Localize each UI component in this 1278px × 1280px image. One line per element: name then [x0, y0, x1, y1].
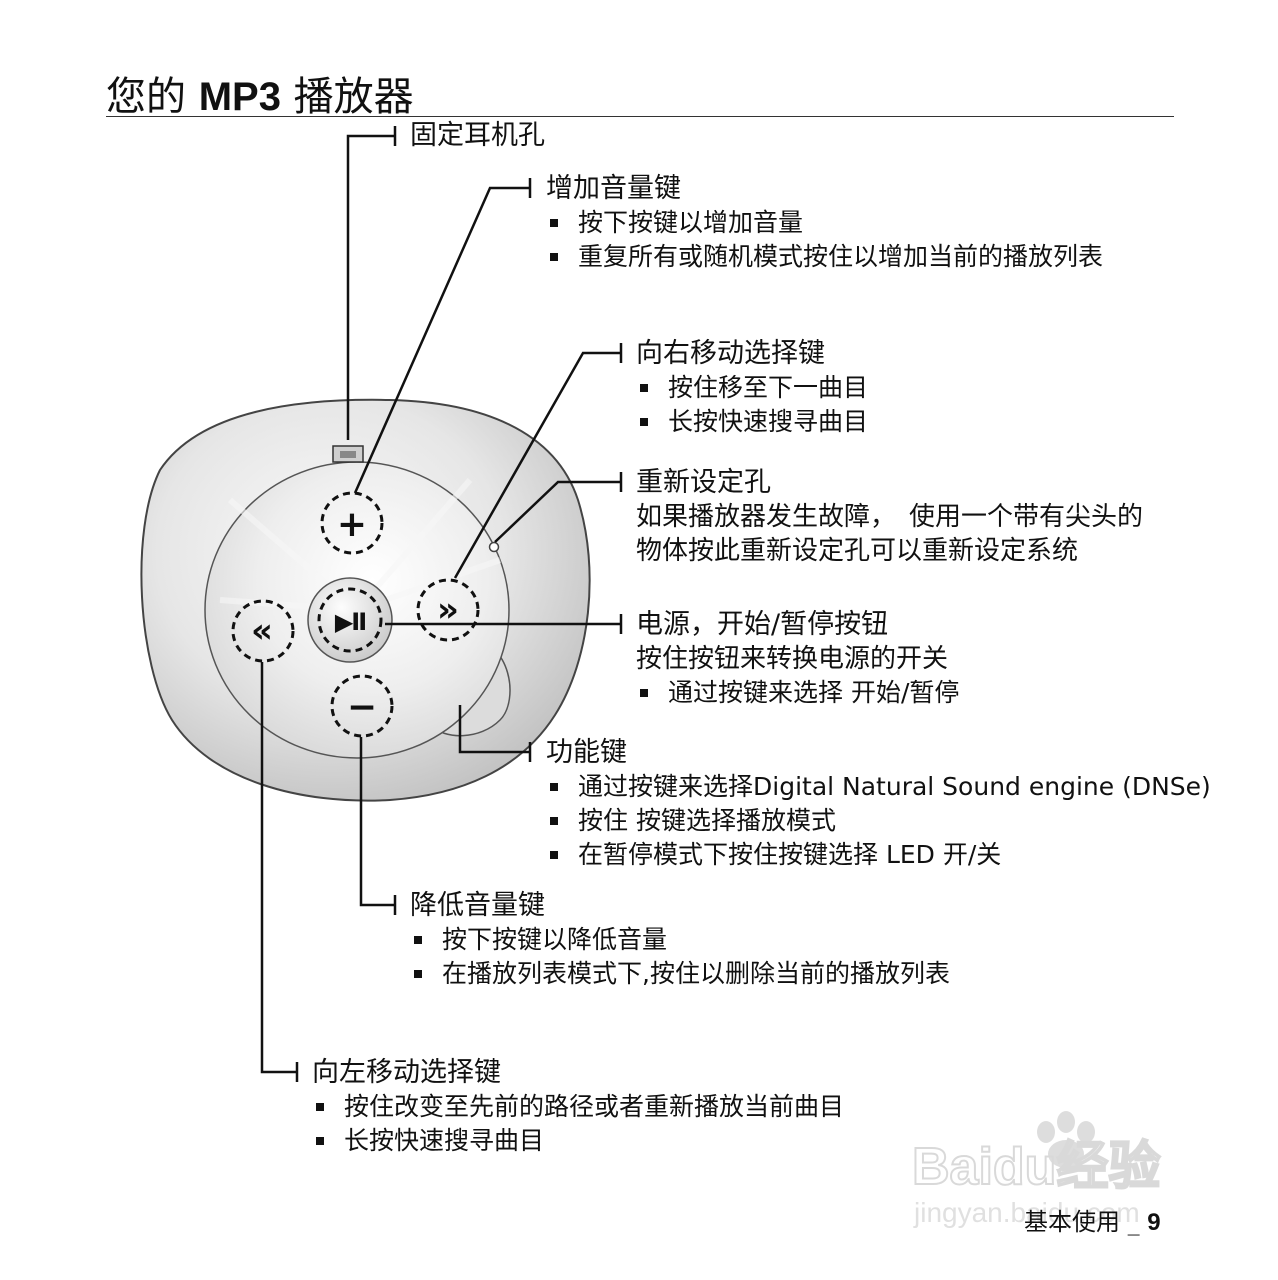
left-select-bullets: 按住改变至先前的路径或者重新播放当前曲目 长按快速搜寻曲目 — [312, 1090, 844, 1158]
leader-volume-up — [353, 186, 530, 494]
chevron-double-left-icon: « — [251, 611, 273, 651]
leader-left — [260, 662, 297, 1074]
bullet-item: 按住 按键选择播放模式 — [546, 804, 1211, 838]
bullet-item: 长按快速搜寻曲目 — [312, 1124, 844, 1158]
reset-hole — [488, 541, 500, 553]
reset-title: 重新设定孔 — [636, 467, 771, 498]
left-select-title: 向左移动选择键 — [312, 1057, 501, 1088]
right-select-bullets: 按住移至下一曲目 长按快速搜寻曲目 — [636, 371, 868, 439]
bullet-item: 通过按键来选择Digital Natural Sound engine (DNS… — [546, 770, 1211, 804]
volume-down-callout: 降低音量键 按下按键以降低音量 在播放列表模式下,按住以删除当前的播放列表 — [410, 889, 950, 991]
page-title: 您的 MP3 播放器 — [106, 64, 414, 122]
leader-reset — [494, 480, 621, 543]
reset-line: 如果播放器发生故障， 使用一个带有尖头的 — [636, 502, 1144, 532]
title-prefix: 您的 — [106, 74, 199, 120]
title-rule — [106, 116, 1174, 117]
watermark-brand: Baidu经验 — [912, 1138, 1160, 1196]
footer-section: 基本使用 _ — [1024, 1208, 1148, 1236]
bullet-item: 重复所有或随机模式按住以增加当前的播放列表 — [546, 240, 1103, 274]
volume-up-callout: 增加音量键 按下按键以增加音量 重复所有或随机模式按住以增加当前的播放列表 — [546, 172, 1103, 274]
bullet-item: 按下按键以增加音量 — [546, 206, 1103, 240]
volume-down-title: 降低音量键 — [410, 890, 545, 921]
leader-function — [458, 705, 530, 754]
function-title: 功能键 — [546, 737, 627, 768]
bullet-item: 在播放列表模式下,按住以删除当前的播放列表 — [410, 957, 950, 991]
power-bullets: 通过按键来选择 开始/暂停 — [636, 676, 959, 710]
volume-up-title: 增加音量键 — [546, 173, 681, 204]
page-footer: 基本使用 _ 9 — [1024, 1202, 1161, 1237]
paw-icon — [1037, 1111, 1095, 1168]
title-suffix: 播放器 — [280, 74, 414, 120]
reset-line: 物体按此重新设定孔可以重新设定系统 — [636, 536, 1079, 566]
plus-icon: + — [337, 504, 367, 545]
play-pause-button[interactable]: ▶II — [307, 577, 393, 663]
volume-up-button[interactable]: + — [320, 491, 384, 555]
volume-down-bullets: 按下按键以降低音量 在播放列表模式下,按住以删除当前的播放列表 — [410, 923, 950, 991]
right-select-callout: 向右移动选择键 按住移至下一曲目 长按快速搜寻曲目 — [636, 337, 868, 439]
bullet-item: 通过按键来选择 开始/暂停 — [636, 676, 959, 710]
left-select-callout: 向左移动选择键 按住改变至先前的路径或者重新播放当前曲目 长按快速搜寻曲目 — [312, 1056, 844, 1158]
function-bullets: 通过按键来选择Digital Natural Sound engine (DNS… — [546, 770, 1211, 872]
bullet-item: 长按快速搜寻曲目 — [636, 405, 868, 439]
leader-right — [453, 351, 621, 579]
watermark-url: jingyan.baidu.com — [913, 1197, 1140, 1228]
power-title: 电源，开始/暂停按钮 — [636, 609, 889, 640]
leader-lines — [260, 126, 623, 1082]
right-select-title: 向右移动选择键 — [636, 338, 825, 369]
leader-headphone — [346, 134, 395, 440]
function-callout: 功能键 通过按键来选择Digital Natural Sound engine … — [546, 736, 1211, 872]
headphone-jack-title: 固定耳机孔 — [410, 120, 545, 151]
play-pause-icon: ▶II — [335, 608, 365, 636]
reset-callout: 重新设定孔 如果播放器发生故障， 使用一个带有尖头的 物体按此重新设定孔可以重新… — [636, 466, 1143, 568]
title-bold: MP3 — [198, 75, 281, 119]
minus-icon: − — [347, 687, 377, 728]
page-number: 9 — [1147, 1209, 1161, 1236]
bullet-item: 在暂停模式下按住按键选择 LED 开/关 — [546, 838, 1211, 872]
power-callout: 电源，开始/暂停按钮 按住按钮来转换电源的开关 通过按键来选择 开始/暂停 — [636, 608, 959, 710]
volume-up-bullets: 按下按键以增加音量 重复所有或随机模式按住以增加当前的播放列表 — [546, 206, 1103, 274]
power-line: 按住按钮来转换电源的开关 — [636, 644, 949, 674]
bullet-item: 按住改变至先前的路径或者重新播放当前曲目 — [312, 1090, 844, 1124]
skip-forward-button[interactable]: » — [416, 578, 480, 642]
baidu-watermark: Baidu经验 jingyan.baidu.com — [911, 1111, 1161, 1228]
bullet-item: 按下按键以降低音量 — [410, 923, 950, 957]
leader-volume-down — [359, 737, 395, 907]
volume-down-button[interactable]: − — [330, 674, 394, 738]
headphone-jack — [332, 445, 364, 463]
bullet-item: 按住移至下一曲目 — [636, 371, 868, 405]
skip-back-button[interactable]: « — [231, 599, 295, 663]
chevron-double-right-icon: » — [437, 590, 459, 630]
